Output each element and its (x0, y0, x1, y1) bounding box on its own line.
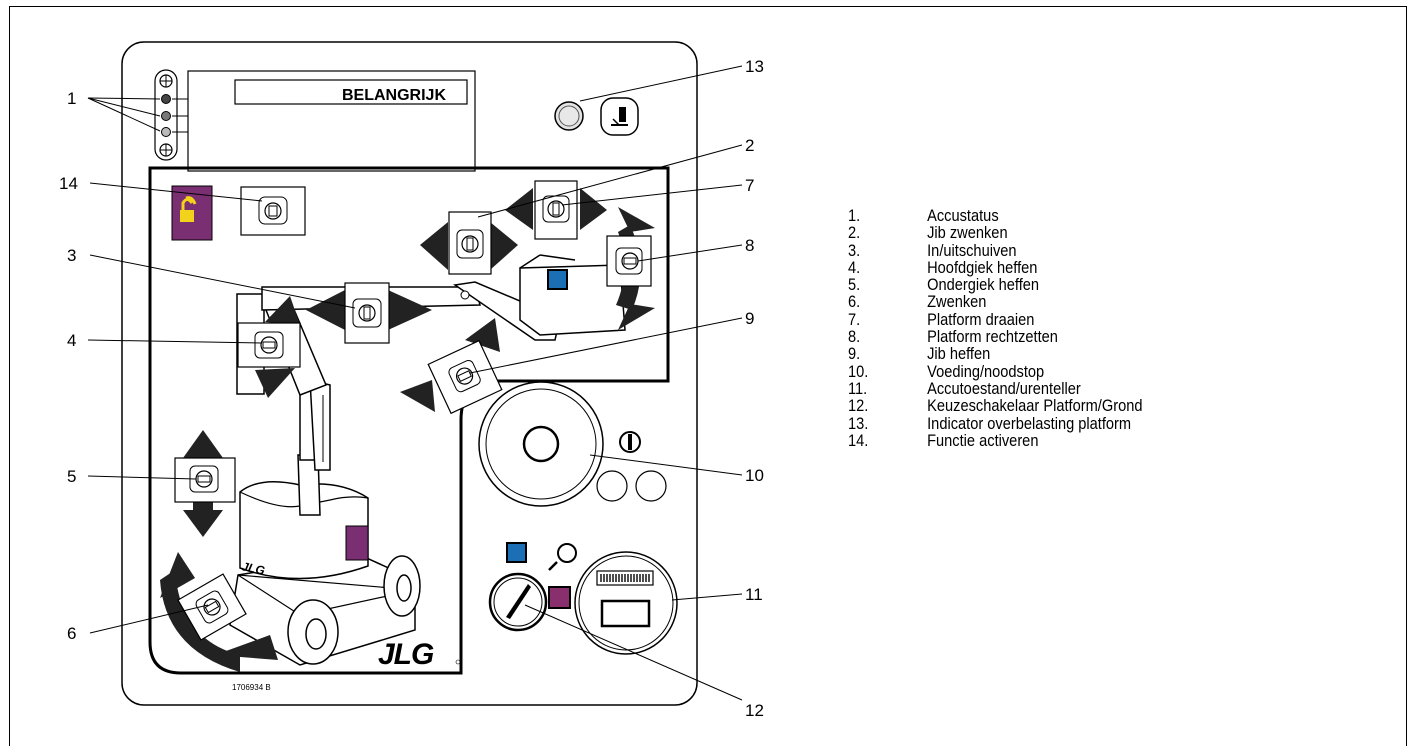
callout-9: 9 (745, 309, 754, 328)
legend-item: 9.Jib heffen (848, 344, 991, 364)
callout-8: 8 (745, 236, 754, 255)
legend-item: 14.Functie activeren (848, 430, 1039, 450)
callout-10: 10 (745, 466, 764, 485)
battery-status-strip (154, 69, 188, 161)
toggle-switch-telescope[interactable] (344, 282, 390, 344)
legend-item: 7.Platform draaien (848, 309, 1035, 329)
legend-item: 3.In/uitschuiven (848, 240, 1017, 260)
legend-item: 13.Indicator overbelasting platform (848, 413, 1132, 433)
legend-item: 1.Accustatus (848, 206, 999, 225)
warning-header-box (234, 79, 468, 105)
ground-mode-circle (557, 543, 577, 563)
battery-led-green (161, 127, 171, 137)
overload-platform-icon (600, 97, 639, 136)
callout-3: 3 (67, 246, 76, 265)
toggle-switch-lower-boom[interactable] (174, 457, 236, 503)
legend-item: 5.Ondergiek heffen (848, 275, 1040, 295)
legend-item: 2.Jib zwenken (848, 223, 1008, 243)
legend-item: 8.Platform rechtzetten (848, 327, 1058, 347)
callout-14: 14 (59, 174, 78, 193)
toggle-switch-jib-swing[interactable] (448, 211, 492, 275)
callout-12: 12 (745, 701, 764, 720)
callout-4: 4 (67, 331, 76, 350)
callout-13: 13 (745, 57, 764, 76)
callout-7: 7 (745, 176, 754, 195)
platform-mode-blue (506, 542, 527, 563)
callout-6: 6 (67, 624, 76, 643)
brand-logo: JLG (378, 638, 434, 671)
toggle-switch-swing[interactable] (177, 573, 247, 641)
toggle-switch-jib-lift[interactable] (427, 339, 503, 415)
toggle-switch-platform-level[interactable] (606, 235, 652, 287)
callout-1: 1 (67, 89, 76, 108)
battery-led-yellow (161, 111, 171, 121)
machine-decal-text: JLG (240, 559, 266, 578)
callout-11: 11 (745, 585, 763, 604)
leader-lines (87, 65, 743, 701)
indicator-hole-left (596, 470, 628, 502)
legend-item: 10.Voeding/noodstop (848, 361, 1045, 381)
turntable-cover-purple (345, 525, 369, 561)
legend-item: 6.Zwenken (848, 292, 987, 312)
legend-list: 1.Accustatus 2.Jib zwenken 3.In/uitschui… (848, 207, 1142, 449)
part-number: 1706934 B (232, 683, 271, 692)
callout-2: 2 (745, 136, 754, 155)
hour-meter-window (600, 599, 651, 628)
battery-led-red (161, 94, 171, 104)
platform-blue-indicator (547, 269, 568, 290)
legend-item: 11.Accutoestand/urenteller (848, 378, 1081, 398)
toggle-switch-main-boom[interactable] (237, 322, 301, 368)
warning-label: BELANGRIJK (342, 87, 446, 104)
indicator-hole-right (635, 470, 667, 502)
legend-item: 4.Hoofdgiek heffen (848, 257, 1038, 277)
ground-mode-purple (548, 586, 571, 609)
legend-item: 12.Keuzeschakelaar Platform/Grond (848, 396, 1143, 416)
callout-5: 5 (67, 467, 76, 486)
toggle-switch-platform-rotate[interactable] (534, 180, 578, 240)
figure-frame (9, 6, 1407, 746)
